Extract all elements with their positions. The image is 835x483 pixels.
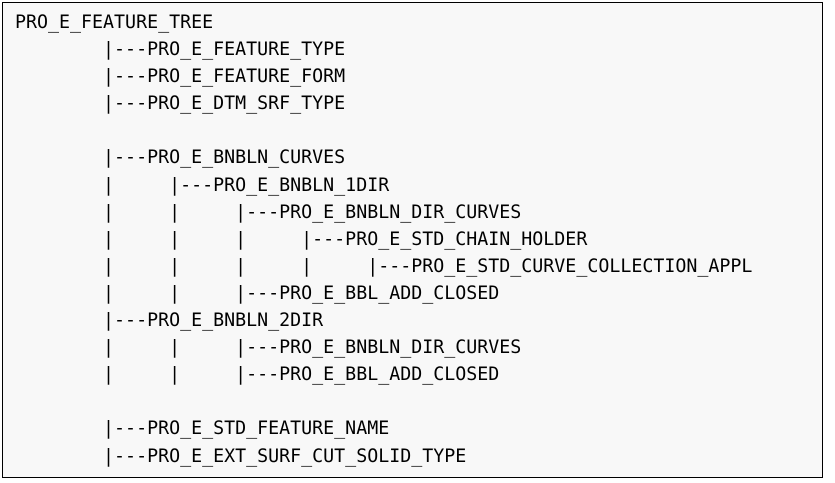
- tree-node-line: | |---PRO_E_BNBLN_1DIR: [15, 174, 390, 196]
- tree-node-line: | | |---PRO_E_BBL_ADD_CLOSED: [15, 282, 500, 304]
- tree-node-line: |---PRO_E_STD_FEATURE_NAME: [15, 418, 390, 440]
- tree-blank-line: [15, 117, 822, 144]
- tree-node-line: |---PRO_E_EXT_SURF_CUT_SOLID_TYPE: [15, 445, 467, 467]
- tree-node-line: | | |---PRO_E_BNBLN_DIR_CURVES: [15, 337, 522, 359]
- tree-node-line: | | | |---PRO_E_STD_CHAIN_HOLDER: [15, 228, 588, 250]
- tree-node-line: |---PRO_E_FEATURE_TYPE: [15, 39, 346, 61]
- tree-blank-line: [15, 388, 822, 415]
- tree-node-line: |---PRO_E_BNBLN_CURVES: [15, 147, 346, 169]
- tree-node-line: PRO_E_FEATURE_TREE: [15, 12, 214, 33]
- feature-tree-listing: PRO_E_FEATURE_TREE |---PRO_E_FEATURE_TYP…: [3, 3, 822, 470]
- tree-node-line: | | |---PRO_E_BNBLN_DIR_CURVES: [15, 201, 522, 223]
- tree-node-line: | | | | |---PRO_E_STD_CURVE_COLLECTION_A…: [15, 255, 753, 277]
- feature-tree-panel: PRO_E_FEATURE_TREE |---PRO_E_FEATURE_TYP…: [2, 2, 823, 478]
- tree-node-line: |---PRO_E_FEATURE_FORM: [15, 66, 346, 88]
- tree-node-line: | | |---PRO_E_BBL_ADD_CLOSED: [15, 364, 500, 386]
- tree-node-line: |---PRO_E_DTM_SRF_TYPE: [15, 93, 346, 115]
- tree-node-line: |---PRO_E_BNBLN_2DIR: [15, 310, 324, 332]
